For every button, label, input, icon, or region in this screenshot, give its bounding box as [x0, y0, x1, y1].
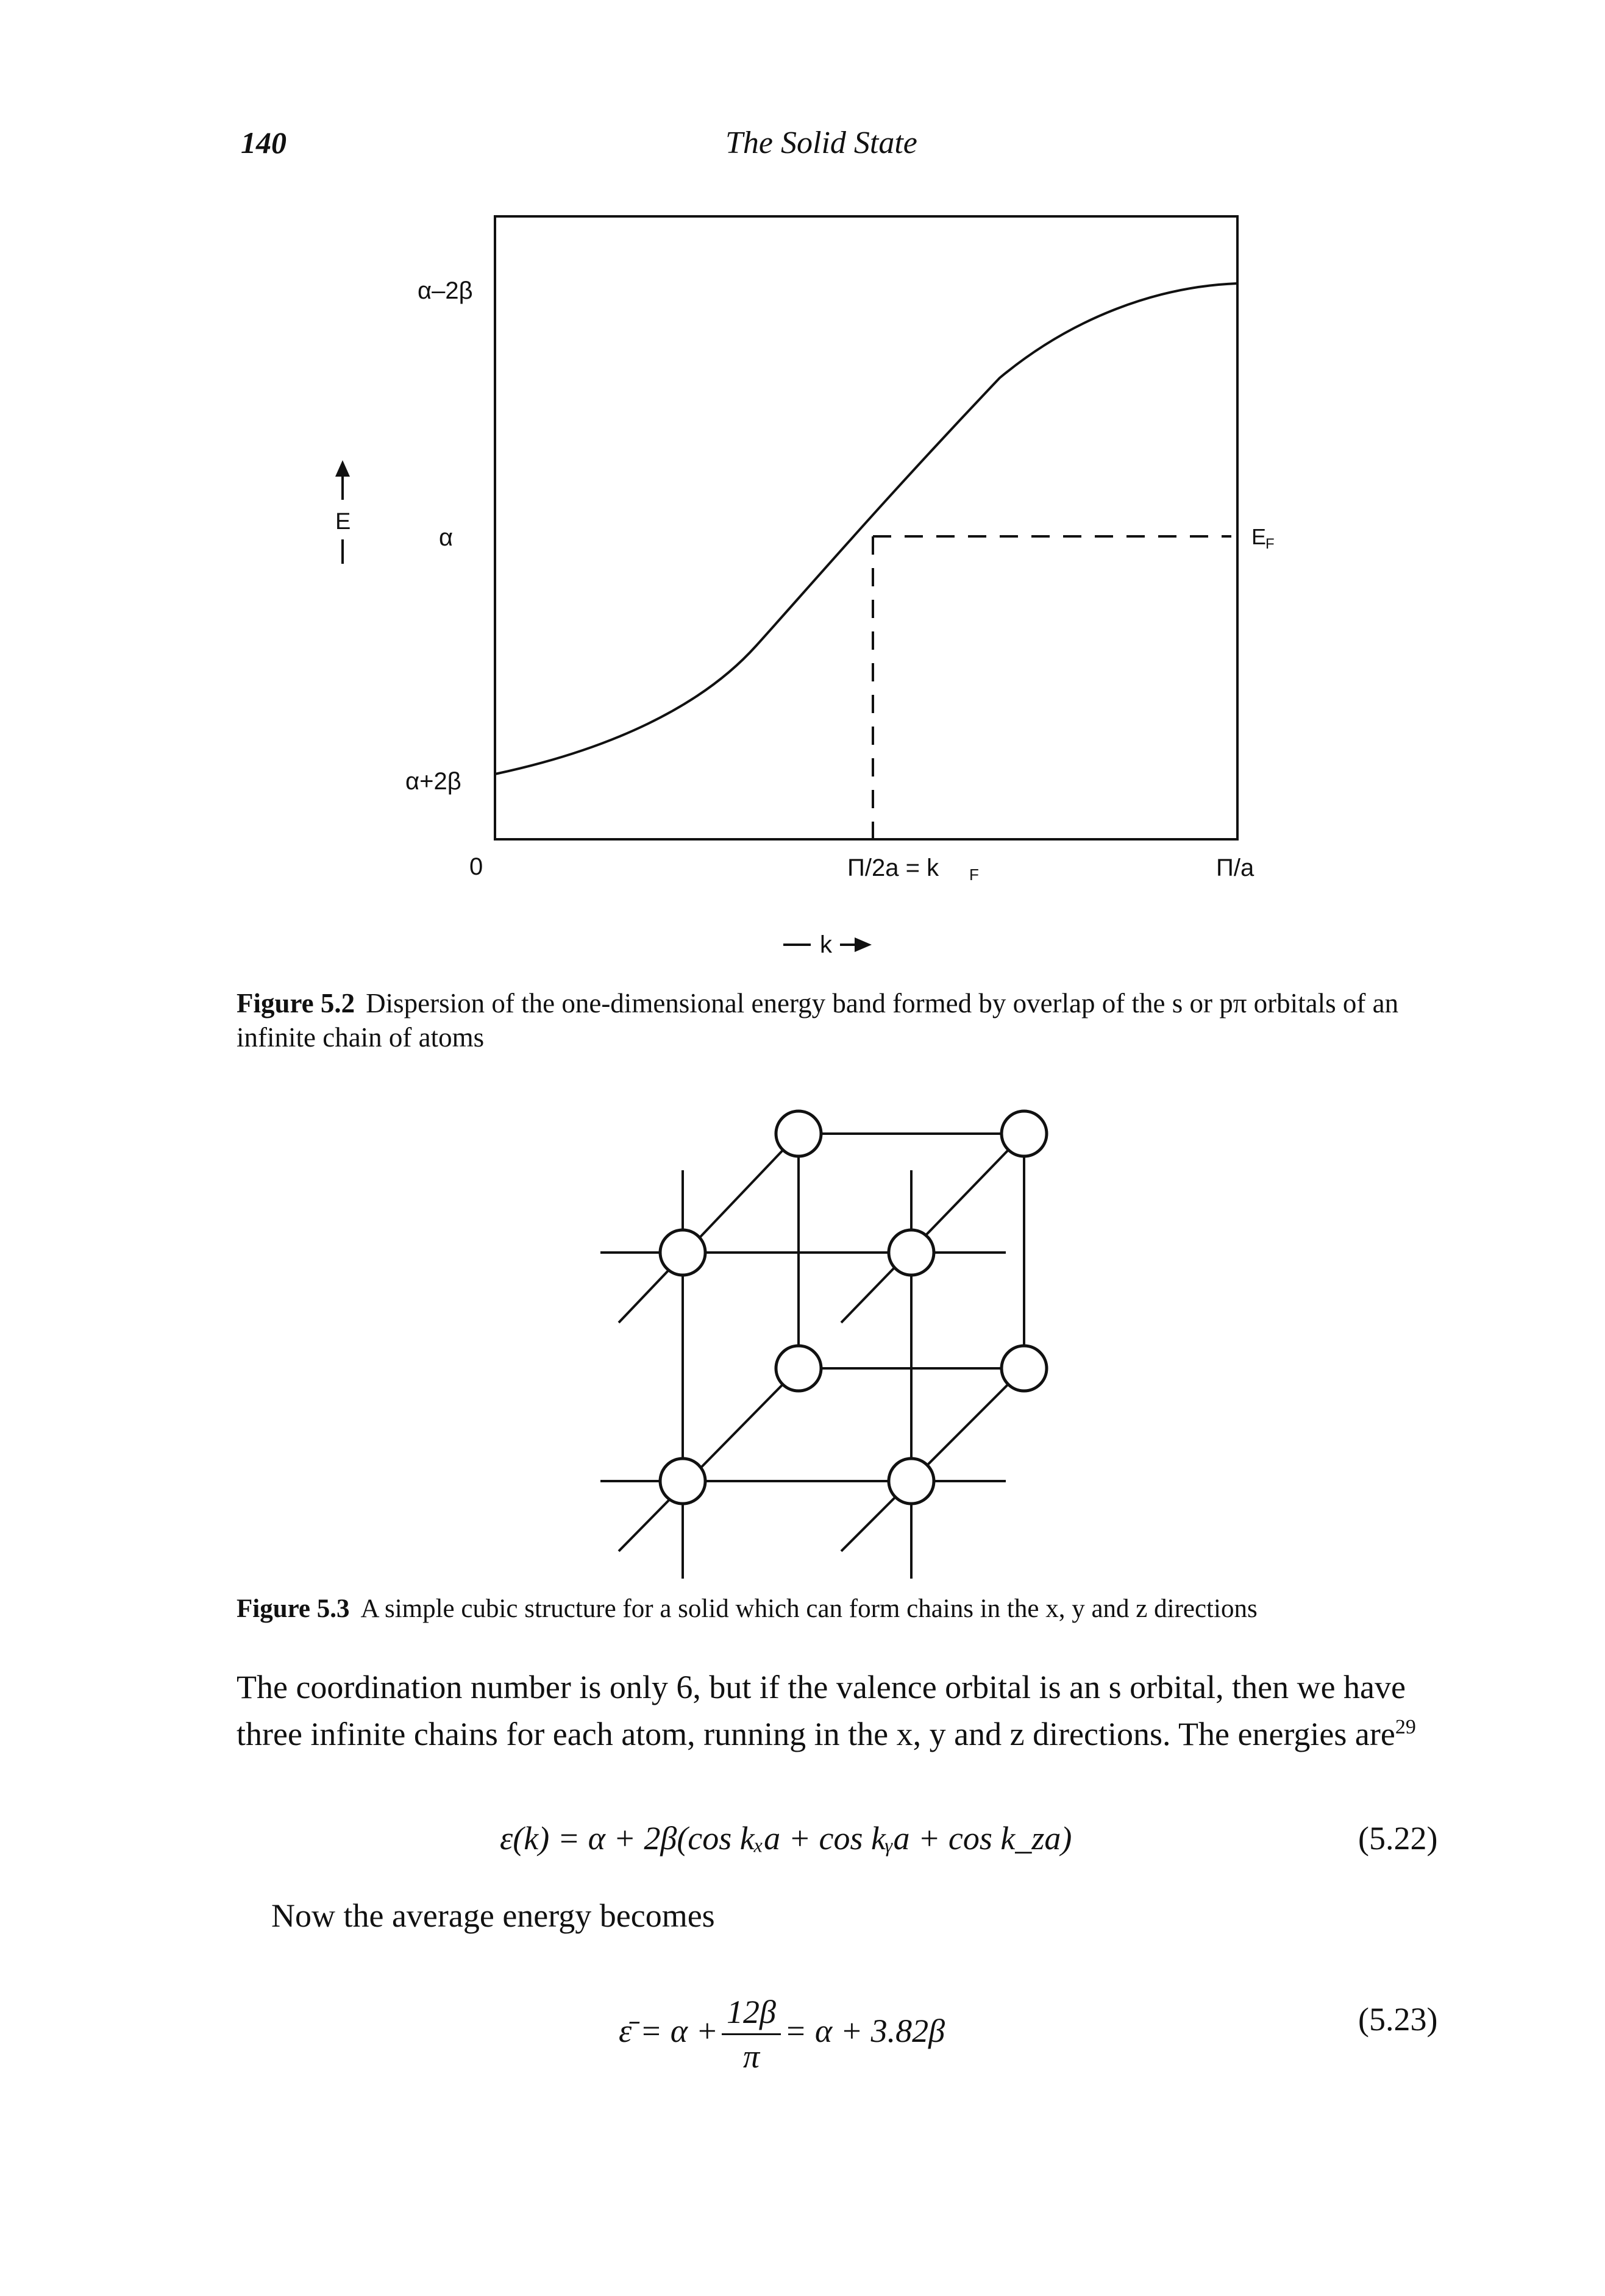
equation-number: (5.23) [1358, 2001, 1438, 2038]
fraction-numerator: 12β [722, 1993, 781, 2035]
fermi-label: E [1251, 524, 1266, 549]
caption-text: A simple cubic structure for a solid whi… [360, 1594, 1258, 1623]
x-tick-label: Π/a [1216, 855, 1254, 881]
x-tick-subscript: F [969, 865, 979, 884]
atom-node [1000, 1109, 1048, 1158]
atom-node [658, 1228, 707, 1277]
equation-5-22: ε(k) = α + 2β(cos kₓa + cos kᵧa + cos k_… [500, 1820, 1072, 1857]
x-axis-label: k [820, 931, 833, 958]
lattice-bond [617, 1367, 800, 1552]
dispersion-curve [494, 282, 1238, 775]
x-tick-label: Π/2a = k [847, 855, 939, 881]
equation-number: (5.22) [1358, 1820, 1438, 1857]
caption-label: Figure 5.2 [237, 988, 355, 1018]
figure-5-3-caption: Figure 5.3 A simple cubic structure for a… [237, 1592, 1456, 1626]
equation-lhs: ε̄ = α + [619, 2012, 719, 2049]
y-tick-label: α+2β [405, 768, 461, 795]
x-axis-arrowhead [855, 937, 872, 952]
body-paragraph: Now the average energy becomes [271, 1897, 715, 1934]
body-paragraph: The coordination number is only 6, but i… [237, 1667, 1450, 1754]
footnote-reference: 29 [1395, 1716, 1416, 1738]
atom-node [1000, 1344, 1048, 1393]
lattice-bond [840, 1367, 1025, 1552]
plot-frame [494, 215, 1239, 841]
fraction-denominator: π [742, 2038, 760, 2075]
caption-label: Figure 5.3 [237, 1594, 350, 1623]
lattice-bond [840, 1132, 1025, 1324]
atom-node [887, 1457, 936, 1505]
y-axis-arrowhead [335, 460, 350, 477]
atom-node [774, 1344, 823, 1393]
x-tick-label: 0 [469, 853, 483, 880]
atom-node [774, 1109, 823, 1158]
running-head: The Solid State [725, 126, 917, 160]
fermi-label-subscript: F [1265, 536, 1275, 552]
atom-node [658, 1457, 707, 1505]
caption-text: Dispersion of the one-dimensional energy… [237, 988, 1399, 1053]
atom-node [887, 1228, 936, 1277]
equation-rhs: = α + 3.82β [784, 2012, 945, 2049]
paragraph-text: The coordination number is only 6, but i… [237, 1669, 1406, 1752]
y-tick-label: α–2β [418, 277, 473, 304]
page-number: 140 [241, 126, 286, 160]
lattice-bond [617, 1132, 800, 1324]
y-axis-label: E [335, 509, 351, 535]
figure-5-2-diagram: α–2β α α+2β E E F 0 Π/2a = k F Π/a k [335, 215, 1275, 958]
y-tick-label: α [439, 524, 453, 551]
